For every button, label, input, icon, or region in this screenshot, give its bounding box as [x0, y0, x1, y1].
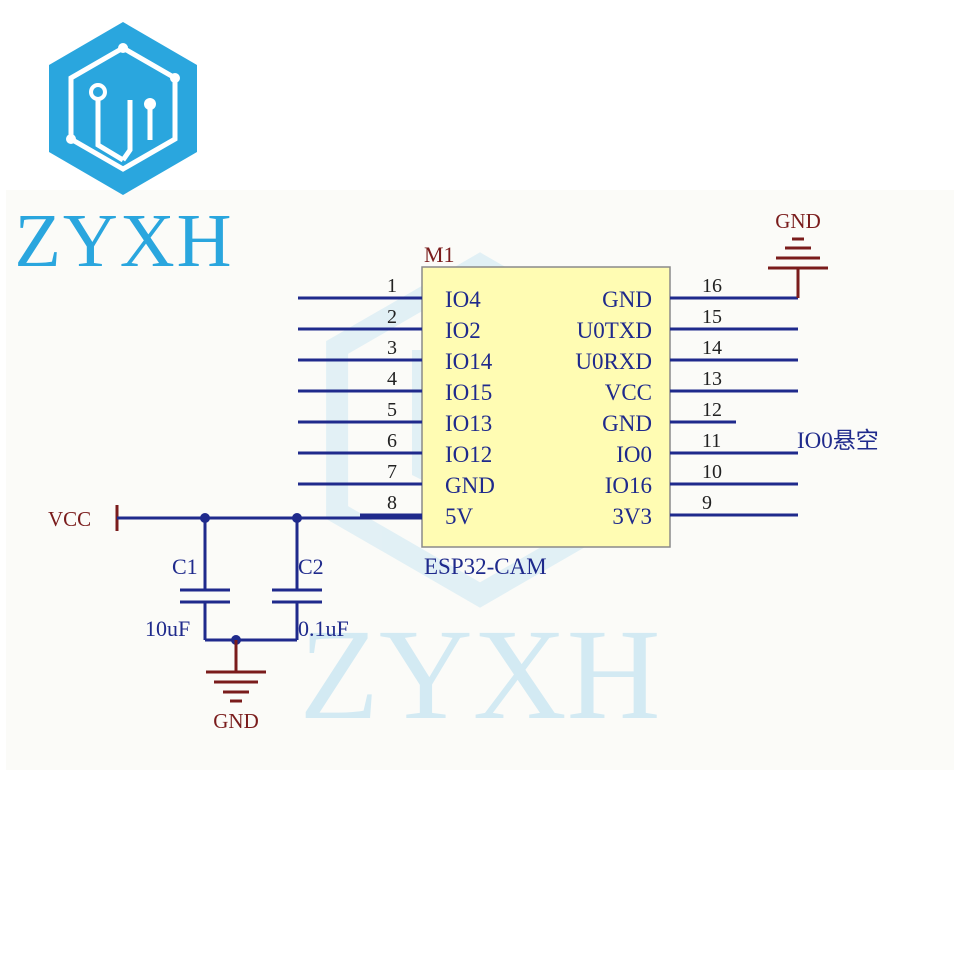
pin-name: IO13: [445, 411, 492, 436]
pin-number: 16: [702, 275, 722, 297]
pin-number: 12: [702, 399, 722, 421]
pin-number: 1: [387, 275, 397, 297]
module-body: [421, 266, 671, 548]
capacitor-c2-icon: [272, 518, 322, 640]
pin-name: IO12: [445, 442, 492, 467]
vcc-symbol: [115, 505, 422, 531]
pin-name: IO16: [605, 473, 652, 498]
module-part-name: ESP32-CAM: [424, 554, 547, 579]
pin-name: 3V3: [612, 504, 652, 529]
pin-name: IO15: [445, 380, 492, 405]
pin-number: 11: [702, 430, 721, 452]
pin-number: 13: [702, 368, 722, 390]
pin-number: 14: [702, 337, 722, 359]
pin-name: GND: [602, 287, 652, 312]
brand-logo-icon: [49, 22, 197, 195]
pin-number: 7: [387, 461, 397, 483]
c2-value: 0.1uF: [298, 616, 349, 641]
pin-name: IO4: [445, 287, 481, 312]
pin-name: 5V: [445, 504, 474, 529]
gnd-top-label: GND: [775, 209, 821, 233]
c1-ref: C1: [172, 554, 198, 579]
module-designator: M1: [424, 242, 455, 267]
pin-name: GND: [602, 411, 652, 436]
pin-number: 15: [702, 306, 722, 328]
c2-ref: C2: [298, 554, 324, 579]
pin-number: 2: [387, 306, 397, 328]
pin-number: 5: [387, 399, 397, 421]
gnd-bottom-label: GND: [213, 709, 259, 733]
pin-name: GND: [445, 473, 495, 498]
gnd-symbol-bottom: [206, 640, 266, 703]
pin-name: U0TXD: [577, 318, 652, 343]
io0-note: IO0悬空: [797, 428, 879, 453]
pin-number: 4: [387, 368, 397, 390]
right-pin: 9 3V3: [612, 492, 798, 529]
pin-name: IO2: [445, 318, 481, 343]
c1-value: 10uF: [145, 616, 190, 641]
pin-number: 9: [702, 492, 712, 514]
pin-number: 6: [387, 430, 397, 452]
pin-name: IO0: [616, 442, 652, 467]
pin-name: U0RXD: [575, 349, 652, 374]
brand-name: ZYXH: [14, 199, 233, 283]
vcc-label: VCC: [48, 507, 91, 531]
pin-name: VCC: [605, 380, 652, 405]
pin-number: 10: [702, 461, 722, 483]
capacitor-c1-icon: [180, 518, 230, 640]
pin-name: IO14: [445, 349, 493, 374]
left-pin: 8 5V: [360, 492, 474, 529]
pin-number: 8: [387, 492, 397, 514]
pin-number: 3: [387, 337, 397, 359]
watermark-text: ZYXH: [299, 603, 660, 747]
right-pin-group: 16GND15U0TXD14U0RXD13VCC12GND11IO010IO16…: [575, 275, 798, 529]
gnd-symbol-top: [670, 237, 828, 300]
